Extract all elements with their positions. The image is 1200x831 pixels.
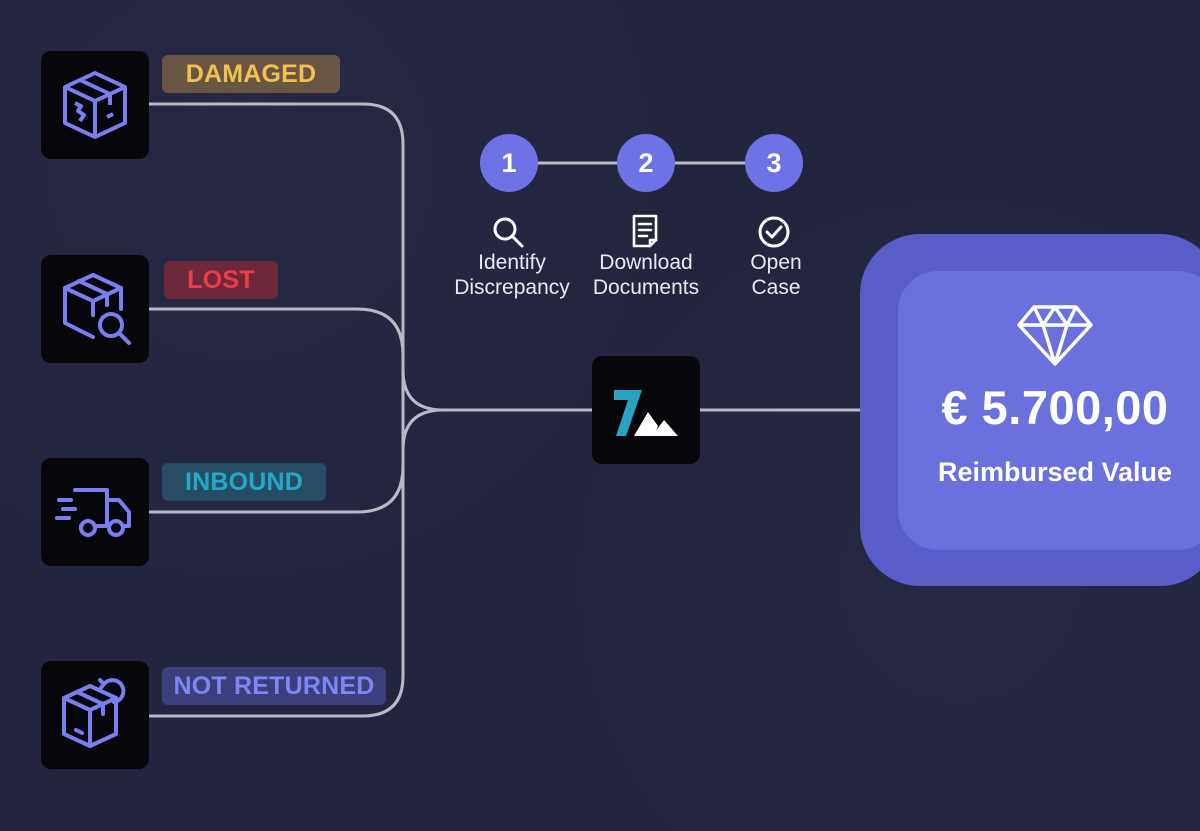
- step-2-badge: 2: [617, 134, 675, 192]
- search-icon: [493, 217, 524, 248]
- step-2-label-line1: Download: [599, 251, 693, 274]
- diamond-icon: [1017, 305, 1093, 366]
- delivery-truck-icon: [55, 488, 131, 537]
- step-1-label-line2: Discrepancy: [454, 276, 570, 299]
- damaged-box-icon: [63, 71, 127, 139]
- category-tile-lost: [41, 255, 149, 363]
- step-1-badge: 1: [480, 134, 538, 192]
- step-3-label-line2: Case: [751, 276, 801, 299]
- return-box-icon: [62, 678, 126, 748]
- step-1-label-line1: Identify: [478, 251, 546, 274]
- category-tag-inbound: INBOUND: [162, 463, 326, 501]
- category-tile-inbound: [41, 458, 149, 566]
- reimbursed-label: Reimbursed Value: [937, 457, 1173, 487]
- step-1-label: Identify Discrepancy: [437, 250, 587, 300]
- category-tag-damaged: DAMAGED: [162, 55, 340, 93]
- step-3-label-line1: Open: [750, 251, 802, 274]
- brand-logo-icon: [614, 390, 678, 436]
- step-3-label: Open Case: [701, 250, 851, 300]
- lost-box-search-icon: [63, 273, 131, 345]
- brand-logo-tile: [592, 356, 700, 464]
- category-tag-not-returned: NOT RETURNED: [162, 667, 386, 705]
- category-tile-not-returned: [41, 661, 149, 769]
- category-tag-lost: LOST: [164, 261, 278, 299]
- step-3-badge: 3: [745, 134, 803, 192]
- check-circle-icon: [758, 216, 790, 248]
- step-2-label-line2: Documents: [592, 276, 700, 299]
- document-icon: [632, 214, 658, 248]
- reimbursed-amount: € 5.700,00: [941, 381, 1169, 434]
- category-tile-damaged: [41, 51, 149, 159]
- step-2-label: Download Documents: [571, 250, 721, 300]
